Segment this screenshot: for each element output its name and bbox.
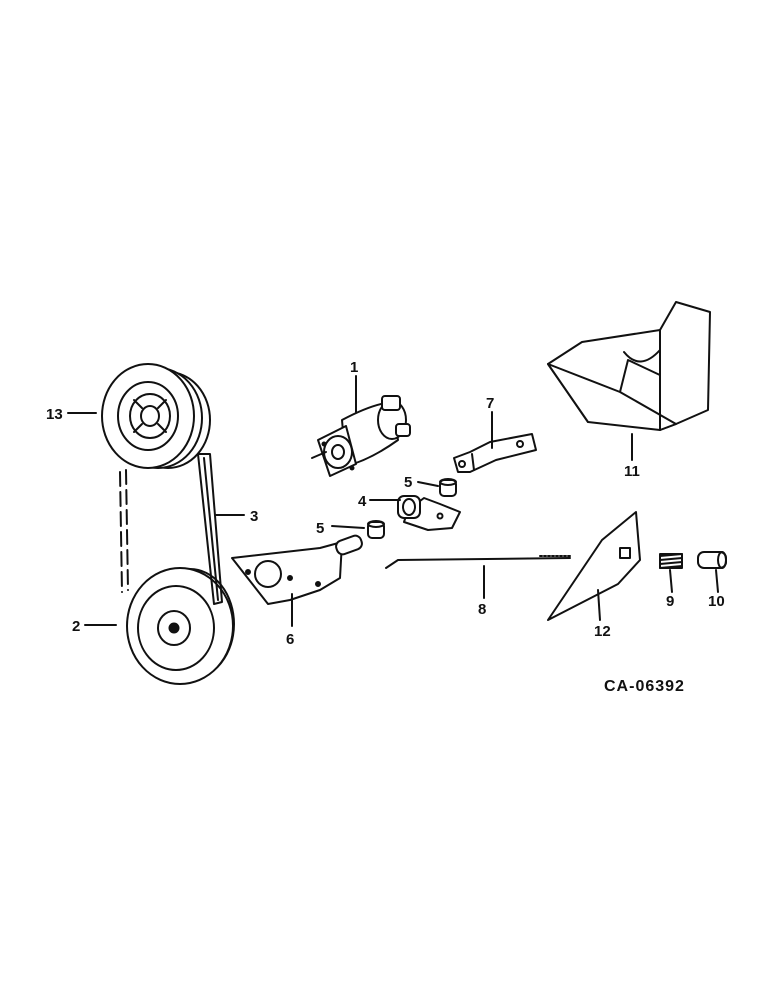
callout-11: 11	[624, 463, 640, 480]
control-rod	[385, 555, 571, 569]
belt-guard-shield	[547, 301, 711, 431]
bushing-upper	[439, 478, 457, 497]
callout-12: 12	[594, 623, 611, 640]
bushing-lower	[367, 520, 385, 539]
callout-7: 7	[486, 395, 494, 412]
small-bracket	[453, 433, 537, 473]
upper-pulley	[101, 363, 211, 469]
callout-2: 2	[72, 618, 80, 635]
callout-13: 13	[46, 406, 63, 423]
leader-lines	[67, 375, 719, 627]
mounting-plate	[231, 534, 363, 605]
callout-3: 3	[250, 508, 258, 525]
callout-1: 1	[350, 359, 358, 376]
deflector-plate	[547, 511, 641, 621]
callout-5-lower: 5	[316, 520, 324, 537]
lower-pulley	[126, 567, 235, 685]
callout-4: 4	[358, 493, 367, 510]
callout-6: 6	[286, 631, 294, 648]
callout-5-upper: 5	[404, 474, 412, 491]
callout-labels: 13 2 3 1 4 5 5 6 7 8 9 10 11 12	[46, 359, 725, 648]
sleeve	[697, 551, 727, 569]
drawing-code: CA-06392	[604, 678, 685, 695]
callout-9: 9	[666, 593, 674, 610]
pivot-bracket	[397, 495, 461, 531]
v-belt	[119, 453, 223, 605]
hydraulic-pump	[311, 395, 411, 477]
callout-10: 10	[708, 593, 725, 610]
spring	[659, 553, 683, 569]
callout-8: 8	[478, 601, 486, 618]
